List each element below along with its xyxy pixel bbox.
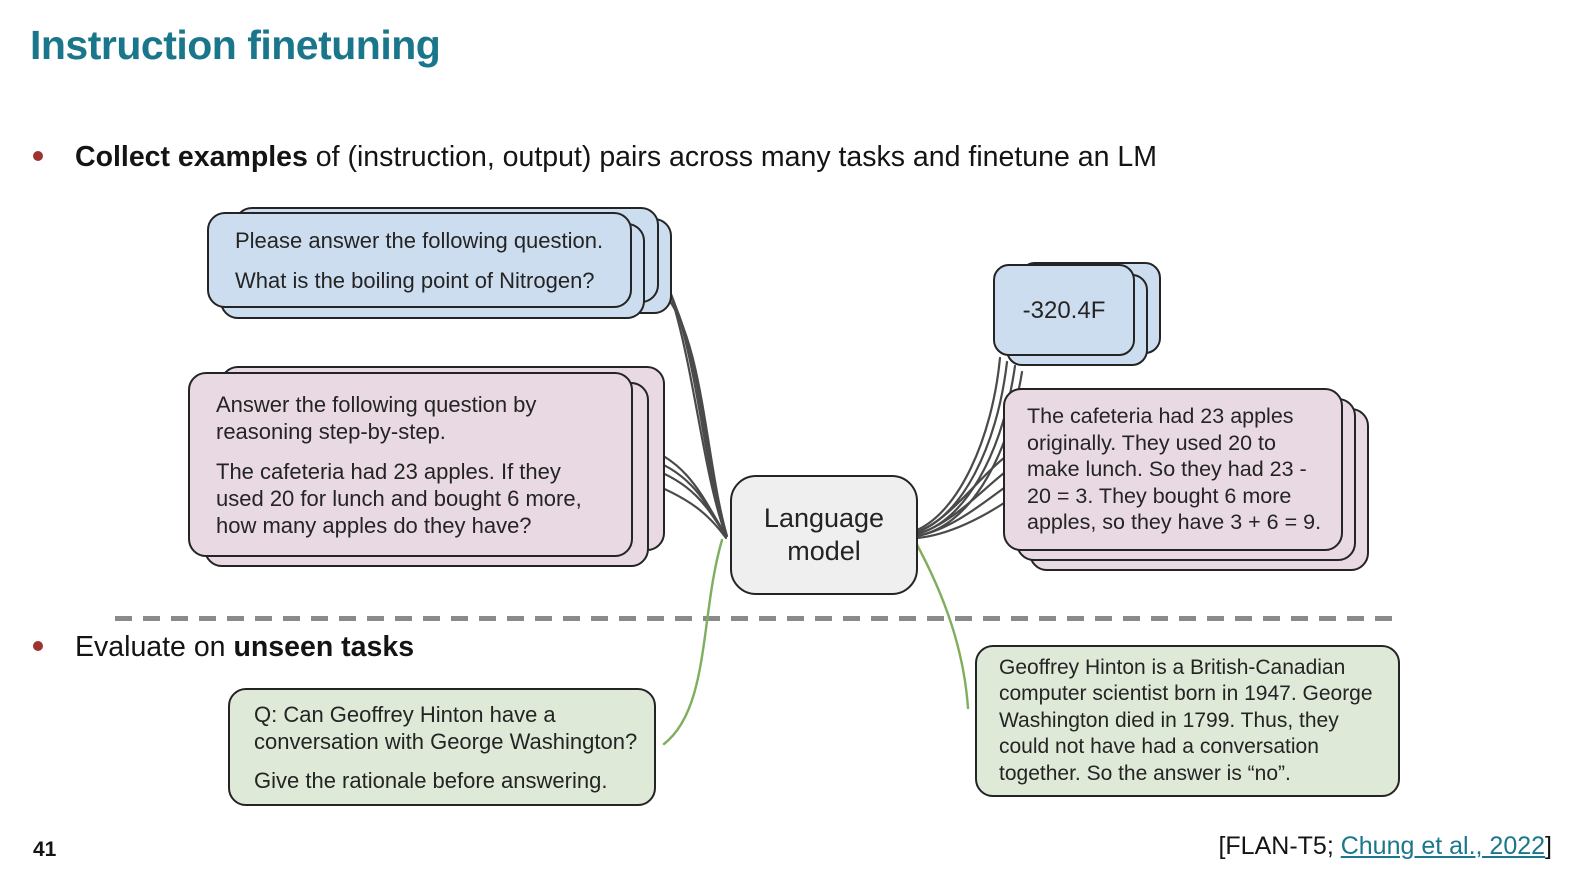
output-card-blue-stack: -320.4F	[993, 262, 1161, 366]
instruction-pink-para2: The cafeteria had 23 apples. If they use…	[216, 458, 582, 538]
bullet-collect-examples: Collect examples of (instruction, output…	[33, 140, 1157, 174]
bullet-collect-text: Collect examples of (instruction, output…	[75, 140, 1157, 174]
instruction-blue-line1: Please answer the following question.	[235, 227, 604, 253]
instruction-blue-line2: What is the boiling point of Nitrogen?	[235, 267, 595, 293]
language-model-label: Language model	[763, 503, 885, 566]
instruction-card-pink: Answer the following question by reasoni…	[188, 372, 633, 557]
unseen-task-answer-box: Geoffrey Hinton is a British-Canadian co…	[975, 645, 1400, 797]
output-pink-text: The cafeteria had 23 apples originally. …	[1027, 404, 1322, 535]
bullet-collect-bold: Collect examples	[75, 141, 308, 173]
page-title: Instruction finetuning	[30, 22, 441, 68]
bullet-evaluate: Evaluate on unseen tasks	[33, 630, 414, 664]
citation-suffix: ]	[1545, 832, 1552, 860]
citation: [FLAN-T5; Chung et al., 2022]	[1218, 832, 1552, 861]
instruction-card-blue-stack: Please answer the following question. Wh…	[207, 207, 672, 319]
output-blue-text: -320.4F	[1022, 296, 1106, 324]
instruction-pink-para1: Answer the following question by reasoni…	[216, 391, 537, 444]
output-card-pink-stack: The cafeteria had 23 apples originally. …	[1003, 388, 1369, 571]
connector-lm-to-green-boxes	[662, 538, 970, 746]
bullet-dot	[33, 641, 43, 651]
bullet-collect-rest: of (instruction, output) pairs across ma…	[307, 141, 1157, 173]
bullet-dot	[33, 151, 43, 161]
language-model-box: Language model	[730, 475, 918, 595]
unseen-question-para2: Give the rationale before answering.	[254, 767, 608, 793]
output-card-pink: The cafeteria had 23 apples originally. …	[1003, 388, 1343, 551]
connector-lm-to-pink-output	[915, 456, 1006, 540]
output-card-blue: -320.4F	[993, 264, 1135, 356]
citation-link[interactable]: Chung et al., 2022	[1340, 832, 1546, 860]
dashed-divider	[115, 616, 1392, 621]
bullet-evaluate-pre: Evaluate on	[75, 631, 234, 663]
bullet-evaluate-bold: unseen tasks	[233, 631, 415, 663]
unseen-task-question-box: Q: Can Geoffrey Hinton have a conversati…	[228, 688, 656, 806]
page-number: 41	[33, 838, 57, 861]
bullet-evaluate-text: Evaluate on unseen tasks	[75, 630, 414, 664]
citation-prefix: [FLAN-T5;	[1218, 832, 1341, 860]
unseen-answer-text: Geoffrey Hinton is a British-Canadian co…	[999, 655, 1373, 785]
instruction-card-blue: Please answer the following question. Wh…	[207, 212, 632, 308]
instruction-card-pink-stack: Answer the following question by reasoni…	[188, 366, 665, 567]
unseen-question-para1: Q: Can Geoffrey Hinton have a conversati…	[254, 701, 638, 754]
